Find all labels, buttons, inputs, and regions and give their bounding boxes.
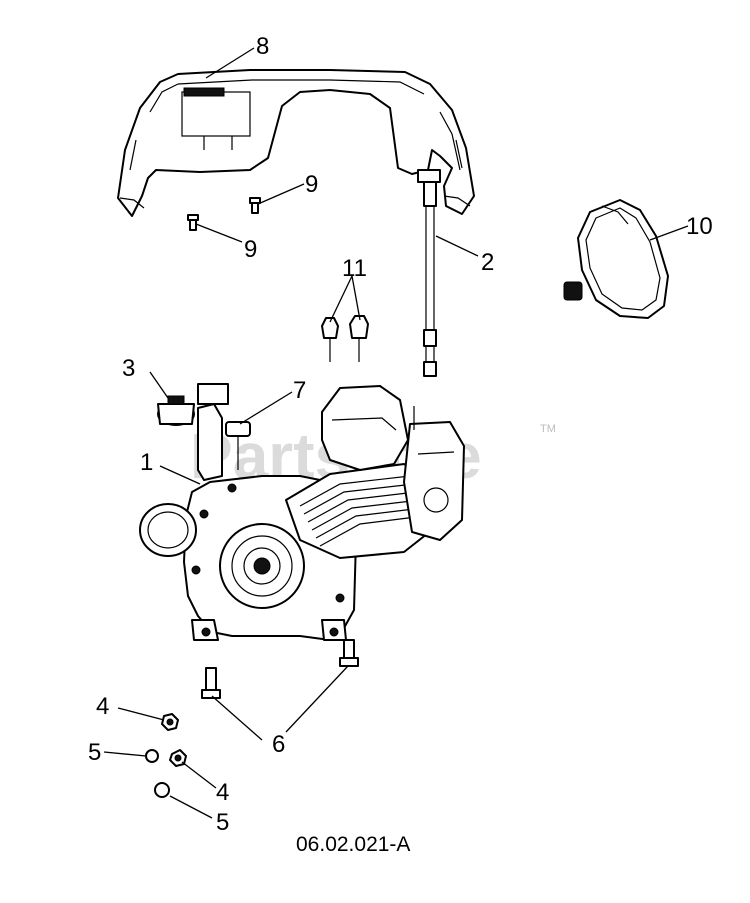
watermark-trademark: TM [540, 423, 556, 435]
washer-lower[interactable] [154, 782, 170, 798]
callout-5: 5 [88, 739, 101, 766]
stud-left[interactable] [201, 667, 221, 699]
oil-fill-cap[interactable] [157, 395, 195, 426]
stud-right[interactable] [339, 639, 359, 667]
callout-4: 4 [96, 693, 109, 720]
callout-9: 9 [305, 171, 318, 198]
spark-plug-wire-left[interactable] [321, 317, 339, 362]
callout-3: 3 [122, 355, 135, 382]
air-filter-cover[interactable] [563, 199, 669, 319]
callout-5: 5 [216, 809, 229, 836]
engine-assembly[interactable] [139, 383, 465, 641]
callout-7: 7 [293, 377, 306, 404]
washer-upper[interactable] [145, 749, 159, 763]
nut-upper[interactable] [161, 713, 179, 731]
callout-8: 8 [256, 33, 269, 60]
diagram-reference-code: 06.02.021-A [296, 833, 410, 856]
callout-10: 10 [686, 213, 713, 240]
dipstick[interactable] [225, 421, 251, 470]
callout-1: 1 [140, 449, 153, 476]
screw-lower[interactable] [187, 214, 199, 231]
engine-shroud[interactable] [117, 69, 475, 217]
callout-4: 4 [216, 779, 229, 806]
callout-11: 11 [342, 255, 367, 282]
screw-upper[interactable] [249, 197, 261, 214]
callout-2: 2 [481, 249, 494, 276]
callout-labels: 8 9 9 2 10 11 3 7 1 4 5 6 4 5 [88, 33, 713, 836]
callout-6: 6 [272, 731, 285, 758]
leader-lines [103, 47, 689, 819]
dipstick-tube[interactable] [417, 169, 441, 377]
spark-plug-wire-right[interactable] [349, 315, 369, 362]
callout-9: 9 [244, 236, 257, 263]
